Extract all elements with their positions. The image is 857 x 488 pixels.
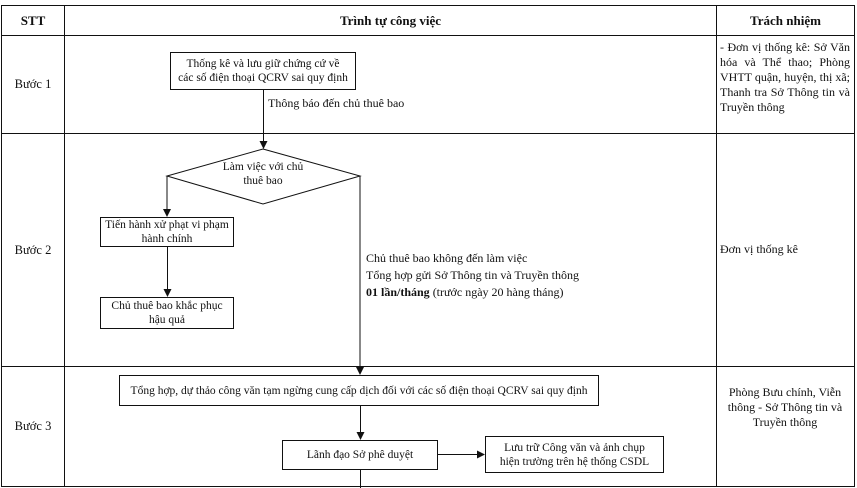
header-stt: STT bbox=[20, 13, 46, 28]
step-2-responsibility: Đơn vị thống kê bbox=[720, 242, 799, 256]
remedy-box: Chủ thuê bao khắc phục hậu quả bbox=[100, 297, 234, 329]
step-3-responsibility: Phòng Bưu chính, Viễn thông - Sở Thông t… bbox=[727, 385, 843, 429]
archive-box-line1: Lưu trữ Công văn và ảnh chụp bbox=[504, 441, 645, 454]
draft-box: Tổng hợp, dự thảo công văn tạm ngừng cun… bbox=[119, 375, 599, 406]
notify-owner-label: Thông báo đến chủ thuê bao bbox=[268, 96, 405, 110]
stats-box: Thống kê và lưu giữ chứng cứ về các số đ… bbox=[170, 52, 356, 90]
archive-box: Lưu trữ Công văn và ảnh chụp hiện trường… bbox=[485, 436, 664, 473]
header-steps: Trình tự công việc bbox=[339, 13, 442, 28]
archive-box-line2: hiện trường trên hệ thống CSDL bbox=[499, 455, 650, 468]
frequency-bold: 01 lần/tháng bbox=[366, 285, 430, 299]
approve-box: Lãnh đạo Sở phê duyệt bbox=[282, 440, 438, 470]
stats-box-line1: Thống kê và lưu giữ chứng cứ về bbox=[186, 58, 340, 70]
step-1-label: Bước 1 bbox=[14, 77, 52, 91]
decision-line1: Làm việc với chủ bbox=[222, 161, 304, 173]
summary-send-label: Tổng hợp gửi Sở Thông tin và Truyền thôn… bbox=[366, 268, 579, 282]
step-2-label: Bước 2 bbox=[14, 242, 52, 257]
penalty-box-line2: hành chính bbox=[141, 233, 193, 245]
step-1-responsibility: - Đơn vị thống kê: Sở Văn hóa và Thể tha… bbox=[720, 40, 850, 114]
frequency-label: 01 lần/tháng (trước ngày 20 hàng tháng) bbox=[366, 284, 564, 300]
no-show-label: Chủ thuê bao không đến làm việc bbox=[366, 251, 528, 265]
step-3-label: Bước 3 bbox=[14, 419, 52, 433]
remedy-box-line2: hậu quả bbox=[148, 314, 186, 326]
header-responsibility: Trách nhiệm bbox=[750, 13, 821, 28]
stats-box-line2: các số điện thoại QCRV sai quy định bbox=[178, 72, 348, 84]
decision-diamond bbox=[165, 148, 362, 205]
decision-line2: thuê bao bbox=[243, 175, 283, 187]
remedy-box-line1: Chủ thuê bao khắc phục bbox=[111, 300, 223, 312]
frequency-rest: (trước ngày 20 hàng tháng) bbox=[429, 285, 564, 299]
penalty-box-line1: Tiến hành xử phạt vi phạm bbox=[105, 219, 229, 231]
penalty-box: Tiến hành xử phạt vi phạm hành chính bbox=[100, 217, 234, 247]
decision-text: Làm việc với chủ thuê bao bbox=[213, 160, 313, 188]
